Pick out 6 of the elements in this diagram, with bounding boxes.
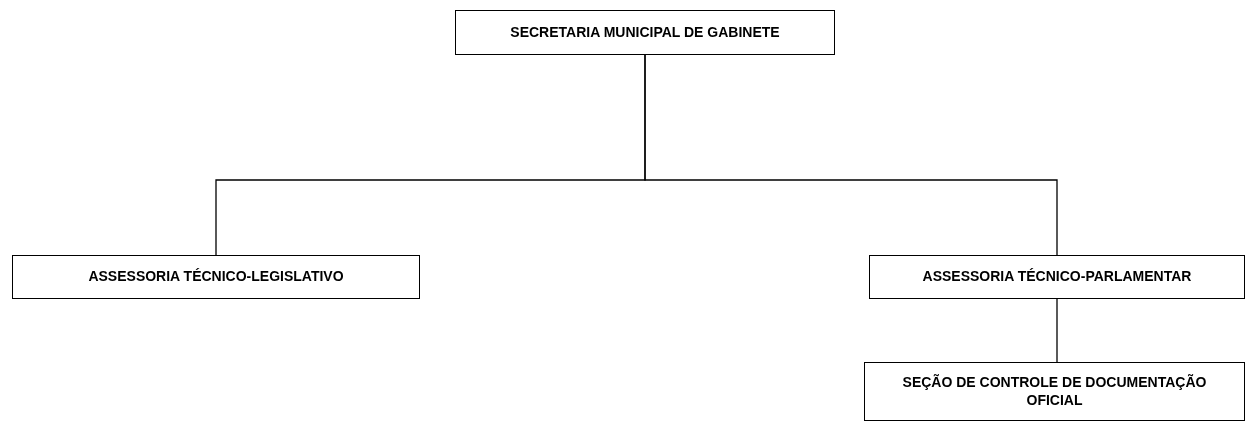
org-box: ASSESSORIA TÉCNICO-LEGISLATIVO [12,255,420,299]
connector-line [1056,298,1058,363]
org-box: SEÇÃO DE CONTROLE DE DOCUMENTAÇÃO OFICIAL [864,362,1245,421]
connector-line [644,54,1058,256]
org-box: ASSESSORIA TÉCNICO-PARLAMENTAR [869,255,1245,299]
org-box: SECRETARIA MUNICIPAL DE GABINETE [455,10,835,55]
